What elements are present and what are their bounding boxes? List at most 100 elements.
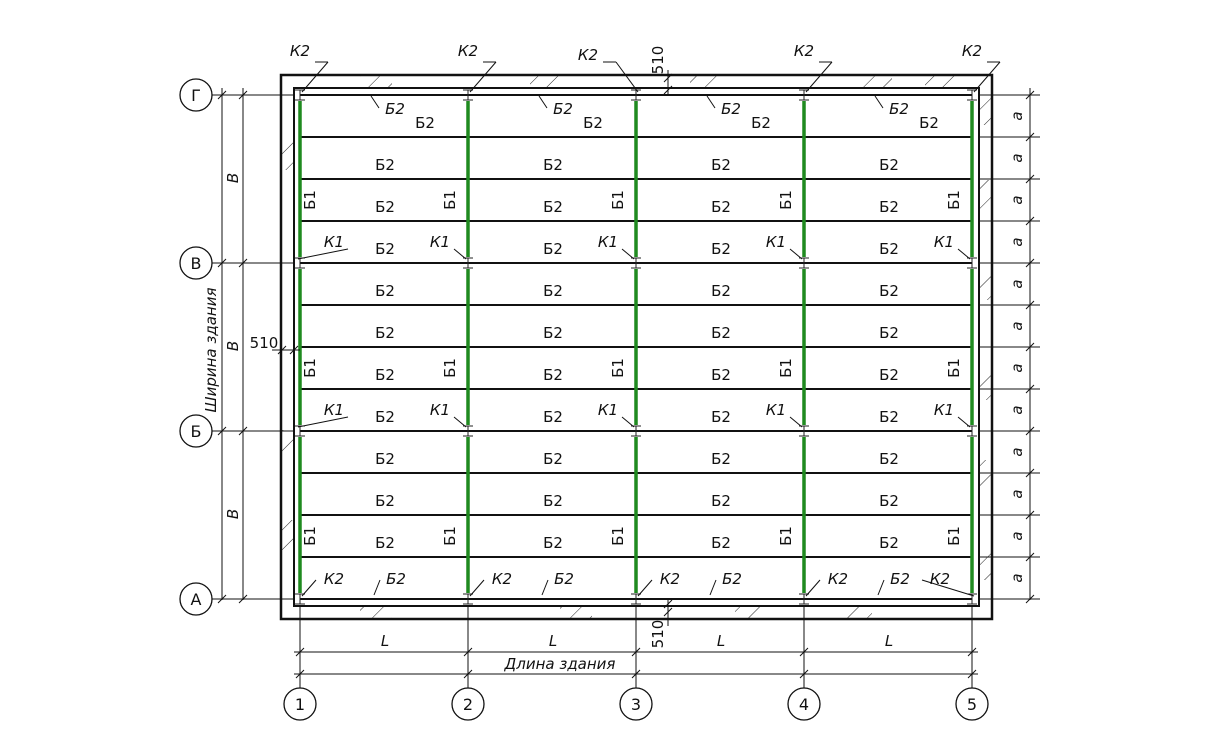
column-label-inner: К1 [430,233,450,251]
leader-line [615,61,639,93]
column-label-inner: К1 [934,233,954,251]
dimension-lines [212,70,1040,684]
column-label-inner: К1 [598,233,618,251]
secondary-beam-label: Б2 [879,534,899,552]
leader-line [706,95,716,109]
axis-marker-longitudinal: 1 [283,684,317,721]
secondary-beam-label: Б2 [879,408,899,426]
leader-line [469,61,497,93]
svg-text:Г: Г [191,86,201,105]
dimension-tick [277,345,287,355]
building-length-label: Длина здания [504,655,616,673]
secondary-beam-label: Б2 [375,198,395,216]
secondary-beam-label: Б2 [711,156,731,174]
main-beam-label: Б1 [301,526,319,546]
secondary-beam-label: Б2 [543,534,563,552]
secondary-beam-label: Б2 [879,198,899,216]
axis-marker-longitudinal: 3 [619,684,653,721]
dimension-tick [295,647,305,657]
leader-line [789,416,803,428]
secondary-beam-label: Б2 [919,114,939,132]
main-beam-label: Б1 [945,358,963,378]
main-beam-label: Б1 [441,358,459,378]
dimension-tick [1025,174,1035,184]
leader-line [541,579,549,596]
axis-marker-longitudinal: 5 [955,684,989,721]
dimension-tick [238,594,248,604]
dimension-tick [1025,258,1035,268]
column-label-inner: К1 [766,401,786,419]
beam-step-label: а [1008,195,1026,204]
main-beam-label: Б1 [301,358,319,378]
leader-line [805,61,833,93]
secondary-beam-label: Б2 [711,366,731,384]
wall-hatch [360,607,392,618]
leader-line [877,579,885,596]
column-label-inner: К1 [934,401,954,419]
secondary-beam-label: Б2 [711,282,731,300]
secondary-beam-label: Б2 [543,408,563,426]
secondary-beam-label: Б2 [751,114,771,132]
secondary-beam-label: Б2 [543,366,563,384]
beam-step-label: а [1008,447,1026,456]
wall-offset-top: 510 [649,46,667,75]
main-beam-label: Б1 [945,190,963,210]
secondary-beam-label-top: Б2 [385,100,405,118]
column-label-inner: К1 [324,401,344,419]
dimension-tick [799,669,809,679]
wall-hatch [980,370,991,400]
secondary-beam-label: Б2 [375,492,395,510]
main-beam-label: Б1 [945,526,963,546]
svg-text:А: А [191,590,202,609]
leader-line [621,416,635,428]
dimension-tick [631,669,641,679]
secondary-beam-label: Б2 [879,156,899,174]
wall-hatch [530,76,562,87]
span-length-label-1: L [381,632,389,650]
beam-step-label: а [1008,321,1026,330]
secondary-beam-label: Б2 [711,534,731,552]
dimension-tick [463,647,473,657]
dimension-tick [1025,384,1035,394]
leader-line [297,416,349,428]
main-beam-label: Б1 [609,190,627,210]
secondary-beam-label-bottom: Б2 [722,570,742,588]
svg-text:В: В [191,254,202,273]
column-label-edge-top: К2 [458,42,478,60]
svg-text:Б: Б [191,422,202,441]
wall-offset-bottom: 510 [649,620,667,649]
dimension-tick [217,258,227,268]
leader-line [621,248,635,260]
secondary-beam-label: Б2 [375,324,395,342]
column-label-edge-bottom: К2 [660,570,680,588]
main-beam-label: Б1 [609,526,627,546]
dimension-tick [1025,426,1035,436]
wall-hatch [980,95,991,125]
secondary-beam-label-top: Б2 [889,100,909,118]
secondary-beam-label: Б2 [375,534,395,552]
column-label-inner: К1 [430,401,450,419]
secondary-beam-label: Б2 [711,240,731,258]
axis-marker-longitudinal: 4 [787,684,821,721]
dimension-tick [295,669,305,679]
secondary-beam-label: Б2 [543,156,563,174]
column-label-edge-top: К2 [578,46,598,64]
secondary-beam-label: Б2 [375,240,395,258]
secondary-beam-label: Б2 [711,450,731,468]
dimension-tick [1025,90,1035,100]
wall-hatch [980,550,991,580]
leader-line [453,248,467,260]
column-label-edge-top: К2 [290,42,310,60]
span-width-label-1: В [224,173,242,183]
secondary-beam-label-top: Б2 [721,100,741,118]
column-label-edge-bottom: К2 [324,570,344,588]
secondary-beam-label: Б2 [543,282,563,300]
dimension-tick [663,607,673,617]
axis-marker-transverse: В [179,246,213,280]
span-length-label-3: L [717,632,725,650]
dimension-tick [967,647,977,657]
secondary-beam-label: Б2 [879,324,899,342]
